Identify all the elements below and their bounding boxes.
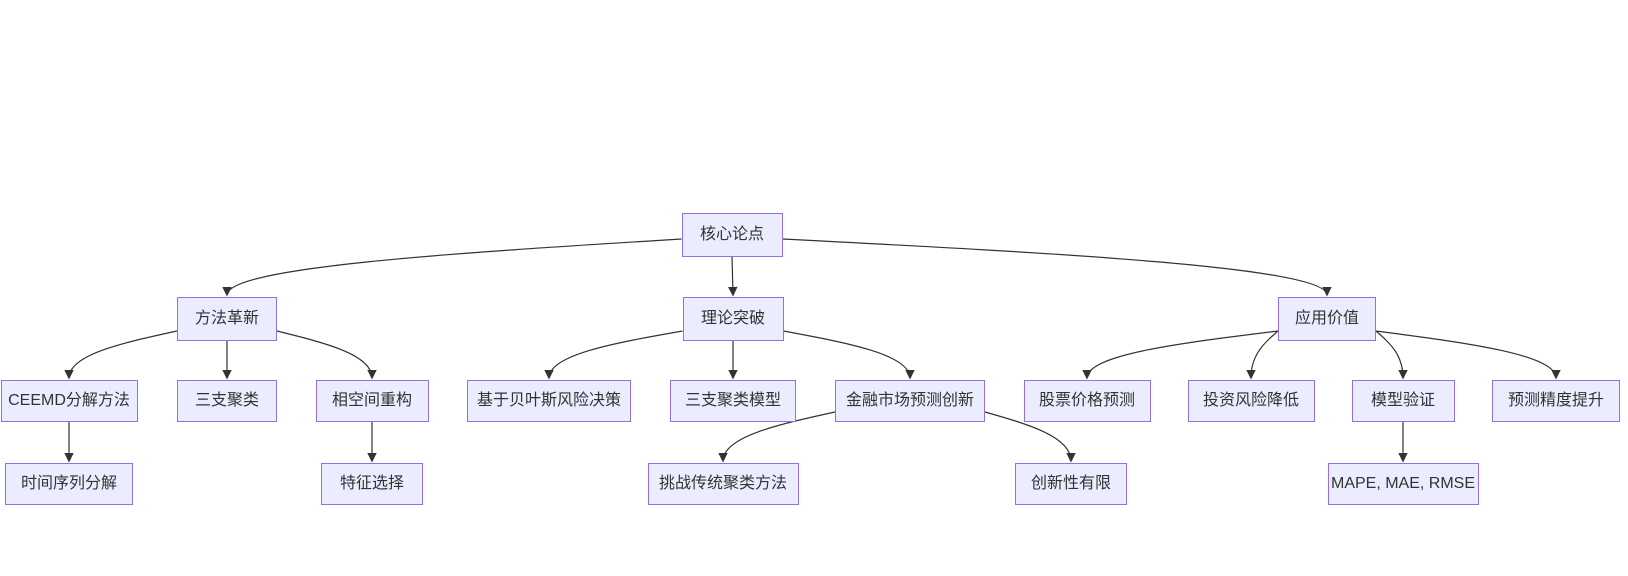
node-financial-market-forecast-innovation: 金融市场预测创新 <box>835 380 985 422</box>
node-method-innovation: 方法革新 <box>177 297 277 341</box>
node-three-way-clustering-model: 三支聚类模型 <box>670 380 796 422</box>
edge-financial-market-forecast-innovation-to-challenge-traditional-clustering <box>718 411 836 463</box>
node-model-validation: 模型验证 <box>1351 380 1455 422</box>
edge-method-innovation-to-ceemd-decomposition <box>64 330 178 380</box>
node-forecast-accuracy-improvement: 预测精度提升 <box>1492 380 1620 422</box>
node-label: 创新性有限 <box>1030 475 1111 492</box>
node-bayesian-risk-decision: 基于贝叶斯风险决策 <box>467 380 631 422</box>
node-stock-price-prediction: 股票价格预测 <box>1023 380 1151 422</box>
node-mape-mae-rmse: MAPE, MAE, RMSE <box>1327 463 1479 505</box>
node-time-series-decomposition: 时间序列分解 <box>5 463 133 505</box>
node-challenge-traditional-clustering: 挑战传统聚类方法 <box>647 463 799 505</box>
edge-application-value-to-stock-price-prediction <box>1082 330 1279 380</box>
node-label: 理论突破 <box>700 310 765 327</box>
node-label: CEEMD分解方法 <box>8 392 130 409</box>
edge-method-innovation-to-phase-space-reconstruction <box>276 330 377 380</box>
node-label: 金融市场预测创新 <box>845 392 974 409</box>
node-investment-risk-reduction: 投资风险降低 <box>1187 380 1315 422</box>
node-label: 三支聚类模型 <box>684 392 781 409</box>
node-label: 模型验证 <box>1370 392 1435 409</box>
node-feature-selection: 特征选择 <box>321 463 423 505</box>
node-core-thesis: 核心论点 <box>681 213 783 257</box>
node-label: 特征选择 <box>339 475 404 492</box>
node-label: MAPE, MAE, RMSE <box>1330 475 1476 492</box>
node-limited-innovation: 创新性有限 <box>1015 463 1127 505</box>
edge-core-thesis-to-method-innovation <box>222 238 682 297</box>
edge-theoretical-breakthrough-to-financial-market-forecast-innovation <box>783 330 915 380</box>
node-label: 方法革新 <box>194 310 259 327</box>
edge-financial-market-forecast-innovation-to-limited-innovation <box>984 411 1076 463</box>
node-three-way-clustering: 三支聚类 <box>177 380 277 422</box>
node-label: 基于贝叶斯风险决策 <box>476 392 621 409</box>
node-label: 股票价格预测 <box>1038 392 1135 409</box>
node-theoretical-breakthrough: 理论突破 <box>682 297 784 341</box>
edge-application-value-to-forecast-accuracy-improvement <box>1375 330 1561 380</box>
node-phase-space-reconstruction: 相空间重构 <box>315 380 429 422</box>
edge-theoretical-breakthrough-to-bayesian-risk-decision <box>544 330 683 380</box>
edge-core-thesis-to-theoretical-breakthrough <box>727 256 738 297</box>
node-application-value: 应用价值 <box>1278 297 1376 341</box>
node-label: 相空间重构 <box>331 392 412 409</box>
edge-core-thesis-to-application-value <box>782 238 1332 297</box>
node-ceemd-decomposition: CEEMD分解方法 <box>0 380 138 422</box>
node-label: 时间序列分解 <box>20 475 117 492</box>
node-label: 挑战传统聚类方法 <box>658 475 787 492</box>
node-label: 应用价值 <box>1294 310 1359 327</box>
edge-application-value-to-investment-risk-reduction <box>1246 330 1279 380</box>
node-label: 投资风险降低 <box>1202 392 1299 409</box>
node-label: 预测精度提升 <box>1507 392 1604 409</box>
node-label: 三支聚类 <box>194 392 259 409</box>
node-label: 核心论点 <box>699 226 764 243</box>
edge-application-value-to-model-validation <box>1375 330 1408 380</box>
